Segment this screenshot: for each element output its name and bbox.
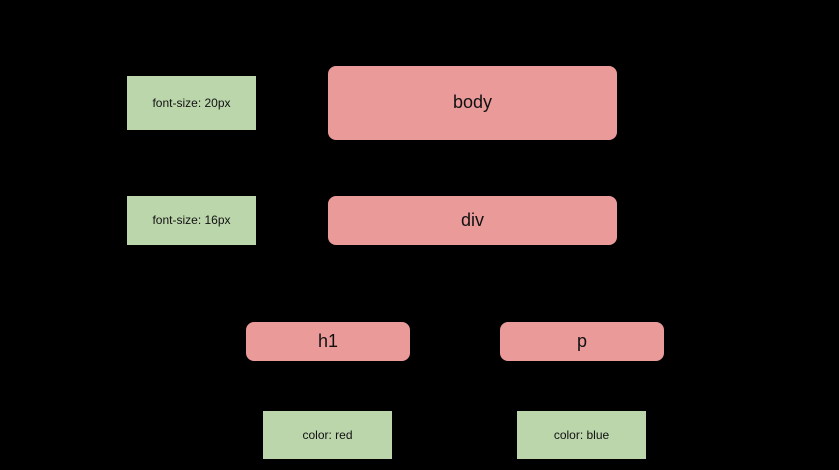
- node-color-blue-label: color: blue: [553, 427, 610, 442]
- node-p-label: p: [576, 330, 587, 351]
- node-div-label: div: [460, 209, 484, 230]
- node-font-size-20px-label: font-size: 20px: [152, 95, 231, 110]
- node-color-blue[interactable]: color: blue: [517, 411, 646, 459]
- node-body-label: body: [452, 92, 493, 113]
- node-div[interactable]: div: [328, 196, 617, 245]
- node-font-size-16px-label: font-size: 16px: [152, 213, 231, 228]
- node-color-red-label: color: red: [302, 427, 353, 442]
- edge-div-h1: [327, 245, 473, 322]
- node-font-size-16px[interactable]: font-size: 16px: [127, 196, 256, 245]
- node-p[interactable]: p: [500, 322, 664, 361]
- node-font-size-20px[interactable]: font-size: 20px: [127, 76, 256, 130]
- node-h1-label: h1: [317, 330, 339, 351]
- edge-div-p: [471, 245, 583, 322]
- node-body[interactable]: body: [328, 66, 617, 140]
- node-color-red[interactable]: color: red: [263, 411, 392, 459]
- node-h1[interactable]: h1: [246, 322, 410, 361]
